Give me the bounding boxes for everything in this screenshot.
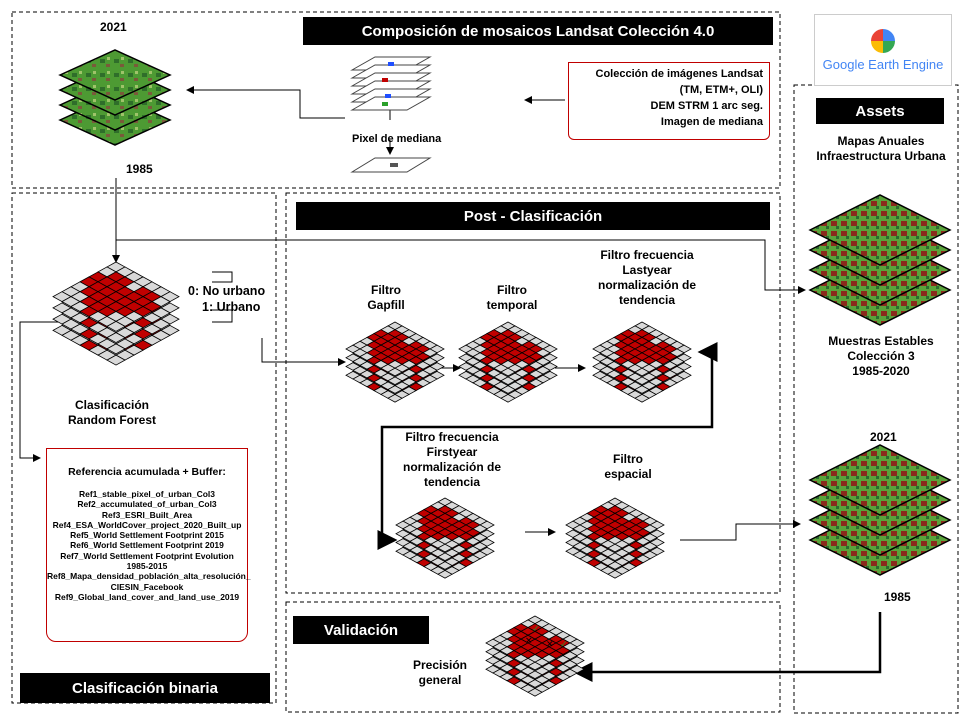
filter-espacial-label: Filtro espacial xyxy=(604,452,652,481)
validation-frame xyxy=(285,601,781,713)
reference-list: Ref1_stable_pixel_of_urban_Col3 Ref2_acc… xyxy=(47,489,251,602)
ref-6: Ref6_World Settlement Footprint 2019 xyxy=(70,540,224,551)
input-line-4: Imagen de mediana xyxy=(660,116,763,128)
grid-cell xyxy=(437,569,453,579)
temporal-stack xyxy=(458,321,558,403)
check-mark-icon: ✓ xyxy=(532,625,540,635)
filter-gapfill-label: Filtro Gapfill xyxy=(367,283,405,312)
pixel-mediana-label: Pixel de mediana xyxy=(352,133,442,145)
grid-cell xyxy=(106,332,126,344)
assets-year-top: 2021 xyxy=(870,430,897,444)
reference-title: Referencia acumulada + Buffer: xyxy=(68,466,226,478)
ref-8-source: CIESIN_Facebook xyxy=(110,581,184,592)
assets-stack-top xyxy=(808,194,952,326)
grid-cell xyxy=(500,376,516,386)
filter-lastyear-label: Filtro frecuencia Lastyear normalización… xyxy=(597,248,697,307)
assets-year-bottom: 1985 xyxy=(884,590,911,604)
gee-icon xyxy=(871,28,895,53)
legend-urbano: 1: Urbano xyxy=(202,300,261,314)
post-frame xyxy=(285,192,781,594)
gee-logo-text: Google Earth Engine xyxy=(822,56,944,72)
grid-cell xyxy=(500,393,516,403)
binary-frame xyxy=(11,192,277,704)
validation-stack: ✓✕✓✕ xyxy=(485,615,585,697)
grid-cell xyxy=(500,367,516,377)
reference-box: Referencia acumulada + Buffer: Ref1_stab… xyxy=(46,448,251,642)
lastyear-stack xyxy=(592,321,692,403)
grid-cell xyxy=(607,569,623,579)
assets-title: Assets xyxy=(816,98,944,124)
grid-cell xyxy=(634,367,650,377)
cross-mark-icon: ✕ xyxy=(546,640,554,650)
stable-samples-label: Muestras Estables Colección 3 1985-2020 xyxy=(828,334,934,378)
gee-logo: Google Earth Engine xyxy=(814,14,952,86)
firstyear-stack xyxy=(395,497,495,579)
filter-firstyear-label: Filtro frecuencia Firstyear normalizació… xyxy=(402,430,502,489)
grid-cell xyxy=(387,376,403,386)
legend-no-urbano: 0: No urbano xyxy=(188,284,266,298)
espacial-stack xyxy=(565,497,665,579)
ref-7: Ref7_World Settlement Footprint Evolutio… xyxy=(60,550,234,561)
classifier-label: Clasificación Random Forest xyxy=(67,398,156,427)
grid-cell xyxy=(527,679,543,688)
grid-cell xyxy=(437,561,453,570)
ref-1: Ref1_stable_pixel_of_urban_Col3 xyxy=(78,489,216,499)
grid-cell xyxy=(527,661,543,671)
ref-4: Ref4_ESA_WorldCover_project_2020_Built_u… xyxy=(52,519,242,530)
assets-subtitle: Mapas Anuales Infraestructura Urbana xyxy=(816,134,946,163)
grid-cell xyxy=(387,385,403,394)
input-line-3: DEM STRM 1 arc seg. xyxy=(650,100,763,112)
assets-frame xyxy=(793,84,959,714)
grid-cell xyxy=(634,393,650,403)
grid-cell xyxy=(106,320,126,332)
pixel-stack xyxy=(350,56,432,173)
grid-cell xyxy=(607,543,623,553)
mosaic-year-top: 2021 xyxy=(100,20,127,34)
grid-cell xyxy=(500,385,516,394)
grid-cell xyxy=(527,687,543,697)
binary-title: Clasificación binaria xyxy=(20,673,270,703)
ref-8: Ref8_Mapa_densidad_población_alta_resolu… xyxy=(47,571,251,582)
input-line-1: Colección de imágenes Landsat xyxy=(595,68,764,80)
input-line-2: (TM, ETM+, OLI) xyxy=(679,84,763,96)
assets-stack-bottom xyxy=(808,444,952,576)
check-mark-icon: ✓ xyxy=(560,640,568,650)
cross-mark-icon: ✕ xyxy=(525,636,533,646)
grid-cell xyxy=(527,670,543,680)
grid-cell xyxy=(607,561,623,570)
mosaic-frame xyxy=(11,11,781,189)
grid-cell xyxy=(634,385,650,394)
mosaic-title: Composición de mosaicos Landsat Colecció… xyxy=(303,17,773,45)
grid-cell xyxy=(634,376,650,386)
ref-2: Ref2_accumulated_of_urban_Col3 xyxy=(77,499,217,510)
post-title: Post - Clasificación xyxy=(296,202,770,230)
ref-3: Ref3_ESRI_Built_Area xyxy=(101,509,193,520)
precision-label: Precisión general xyxy=(412,658,468,687)
grid-cell xyxy=(607,552,623,562)
connectors xyxy=(19,86,806,541)
thick-connectors xyxy=(377,342,882,682)
grid-cell xyxy=(437,552,453,562)
landsat-inputs-box: Colección de imágenes Landsat (TM, ETM+,… xyxy=(568,62,770,140)
ref-7-years: 1985-2015 xyxy=(126,561,168,572)
grid-cell xyxy=(387,393,403,403)
ref-5: Ref5_World Settlement Footprint 2015 xyxy=(70,530,224,541)
validation-title: Validación xyxy=(293,616,429,644)
gapfill-stack xyxy=(345,321,445,403)
grid-cell xyxy=(106,343,126,355)
binary-stack xyxy=(52,261,180,366)
mosaic-year-bottom: 1985 xyxy=(126,162,153,176)
grid-cell xyxy=(437,543,453,553)
landsat-stack-top xyxy=(58,49,172,146)
section-frames xyxy=(11,11,959,714)
heart-grid-stacks: ✓✕✓✕ xyxy=(52,261,692,697)
ref-9: Ref9_Global_land_cover_and_land_use_2019 xyxy=(54,591,240,602)
filter-temporal-label: Filtro temporal xyxy=(486,283,538,312)
grid-cell xyxy=(106,354,126,366)
grid-cell xyxy=(387,367,403,377)
